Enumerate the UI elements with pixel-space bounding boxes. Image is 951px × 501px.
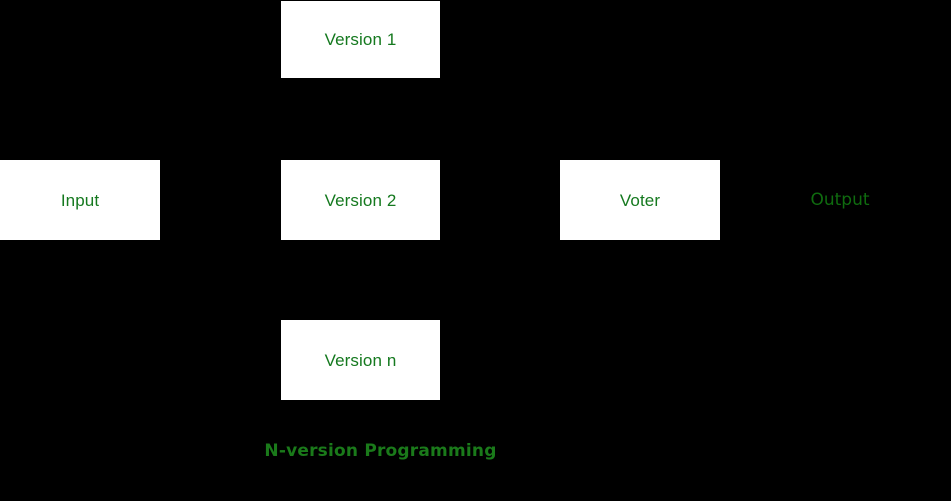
edge-input-to-version-1 bbox=[160, 39, 281, 201]
node-output: Output bbox=[790, 188, 890, 212]
node-voter-label: Voter bbox=[619, 190, 661, 210]
edge-input-to-version-n bbox=[160, 199, 281, 361]
node-output-label: Output bbox=[810, 189, 870, 210]
node-version-n: Version n bbox=[281, 320, 440, 400]
node-input-label: Input bbox=[60, 190, 100, 210]
diagram-caption: N-version Programming bbox=[264, 441, 497, 461]
node-version-n-label: Version n bbox=[324, 350, 397, 370]
node-version-1: Version 1 bbox=[281, 1, 440, 78]
node-version-1-label: Version 1 bbox=[324, 30, 397, 49]
node-voter: Voter bbox=[560, 160, 720, 240]
node-version-2-label: Version 2 bbox=[324, 190, 397, 210]
node-input: Input bbox=[0, 160, 160, 240]
edge-version-1-to-voter bbox=[440, 39, 560, 201]
edge-version-n-to-voter bbox=[440, 199, 560, 361]
node-version-2: Version 2 bbox=[281, 160, 440, 240]
